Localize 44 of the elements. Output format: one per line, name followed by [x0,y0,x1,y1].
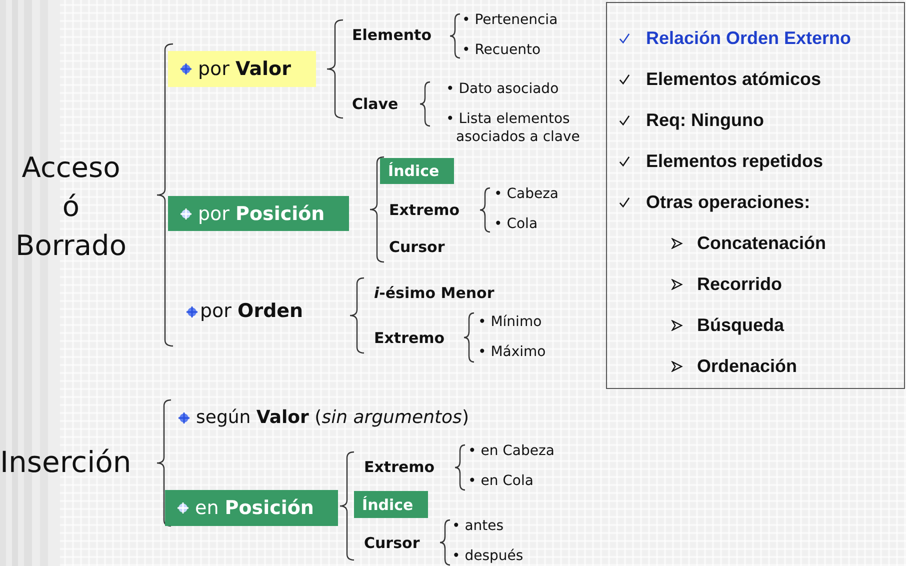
list-item: • Pertenencia [462,12,558,28]
category-label: en Posición [195,497,314,519]
term-label: Extremo [389,201,460,219]
category-label: por Orden [200,300,304,322]
section-title: Inserción [0,445,132,479]
index-label: Índice [388,162,440,180]
highlight-box [354,491,428,518]
highlight-box [165,490,338,526]
highlight-box [168,51,316,87]
list-item: • Cola [494,216,538,232]
list-item: • en Cola [468,473,534,489]
list-item: Req: Ninguno [646,110,764,131]
list-item: • Cabeza [494,186,558,202]
term-label: Clave [352,95,398,113]
list-item: Otras operaciones: [646,192,810,213]
term-label: Cursor [364,534,420,552]
highlight-box [380,158,454,184]
list-item: • Máximo [478,344,546,360]
info-panel [606,2,905,389]
list-item: • antes [452,518,504,534]
index-label: Índice [362,496,414,514]
term-label: Extremo [364,458,435,476]
list-item: Concatenación [697,233,826,254]
list-item: Búsqueda [697,315,784,336]
category-label: por Posición [198,202,325,224]
category-label: por Valor [198,58,291,80]
term-label: Cursor [389,238,445,256]
list-item: • Dato asociado [446,81,559,97]
list-item: • Recuento [462,42,541,58]
category-label: según Valor (sin argumentos) [196,407,469,428]
section-title: Acceso ó Borrado [14,150,128,264]
list-item: Recorrido [697,274,782,295]
list-item: Elementos repetidos [646,151,824,172]
list-item: • en Cabeza [468,443,554,459]
list-item: • Mínimo [478,314,542,330]
highlight-box [168,196,349,231]
term-label: i-ésimo Menor [374,284,494,302]
term-label: Extremo [374,329,445,347]
list-item: Relación Orden Externo [646,28,852,49]
term-label: Elemento [352,26,432,44]
list-item: • Lista elementos asociados a clave [446,110,581,146]
list-item: Ordenación [697,356,798,377]
list-item: Elementos atómicos [646,69,822,90]
list-item: • después [452,548,524,564]
